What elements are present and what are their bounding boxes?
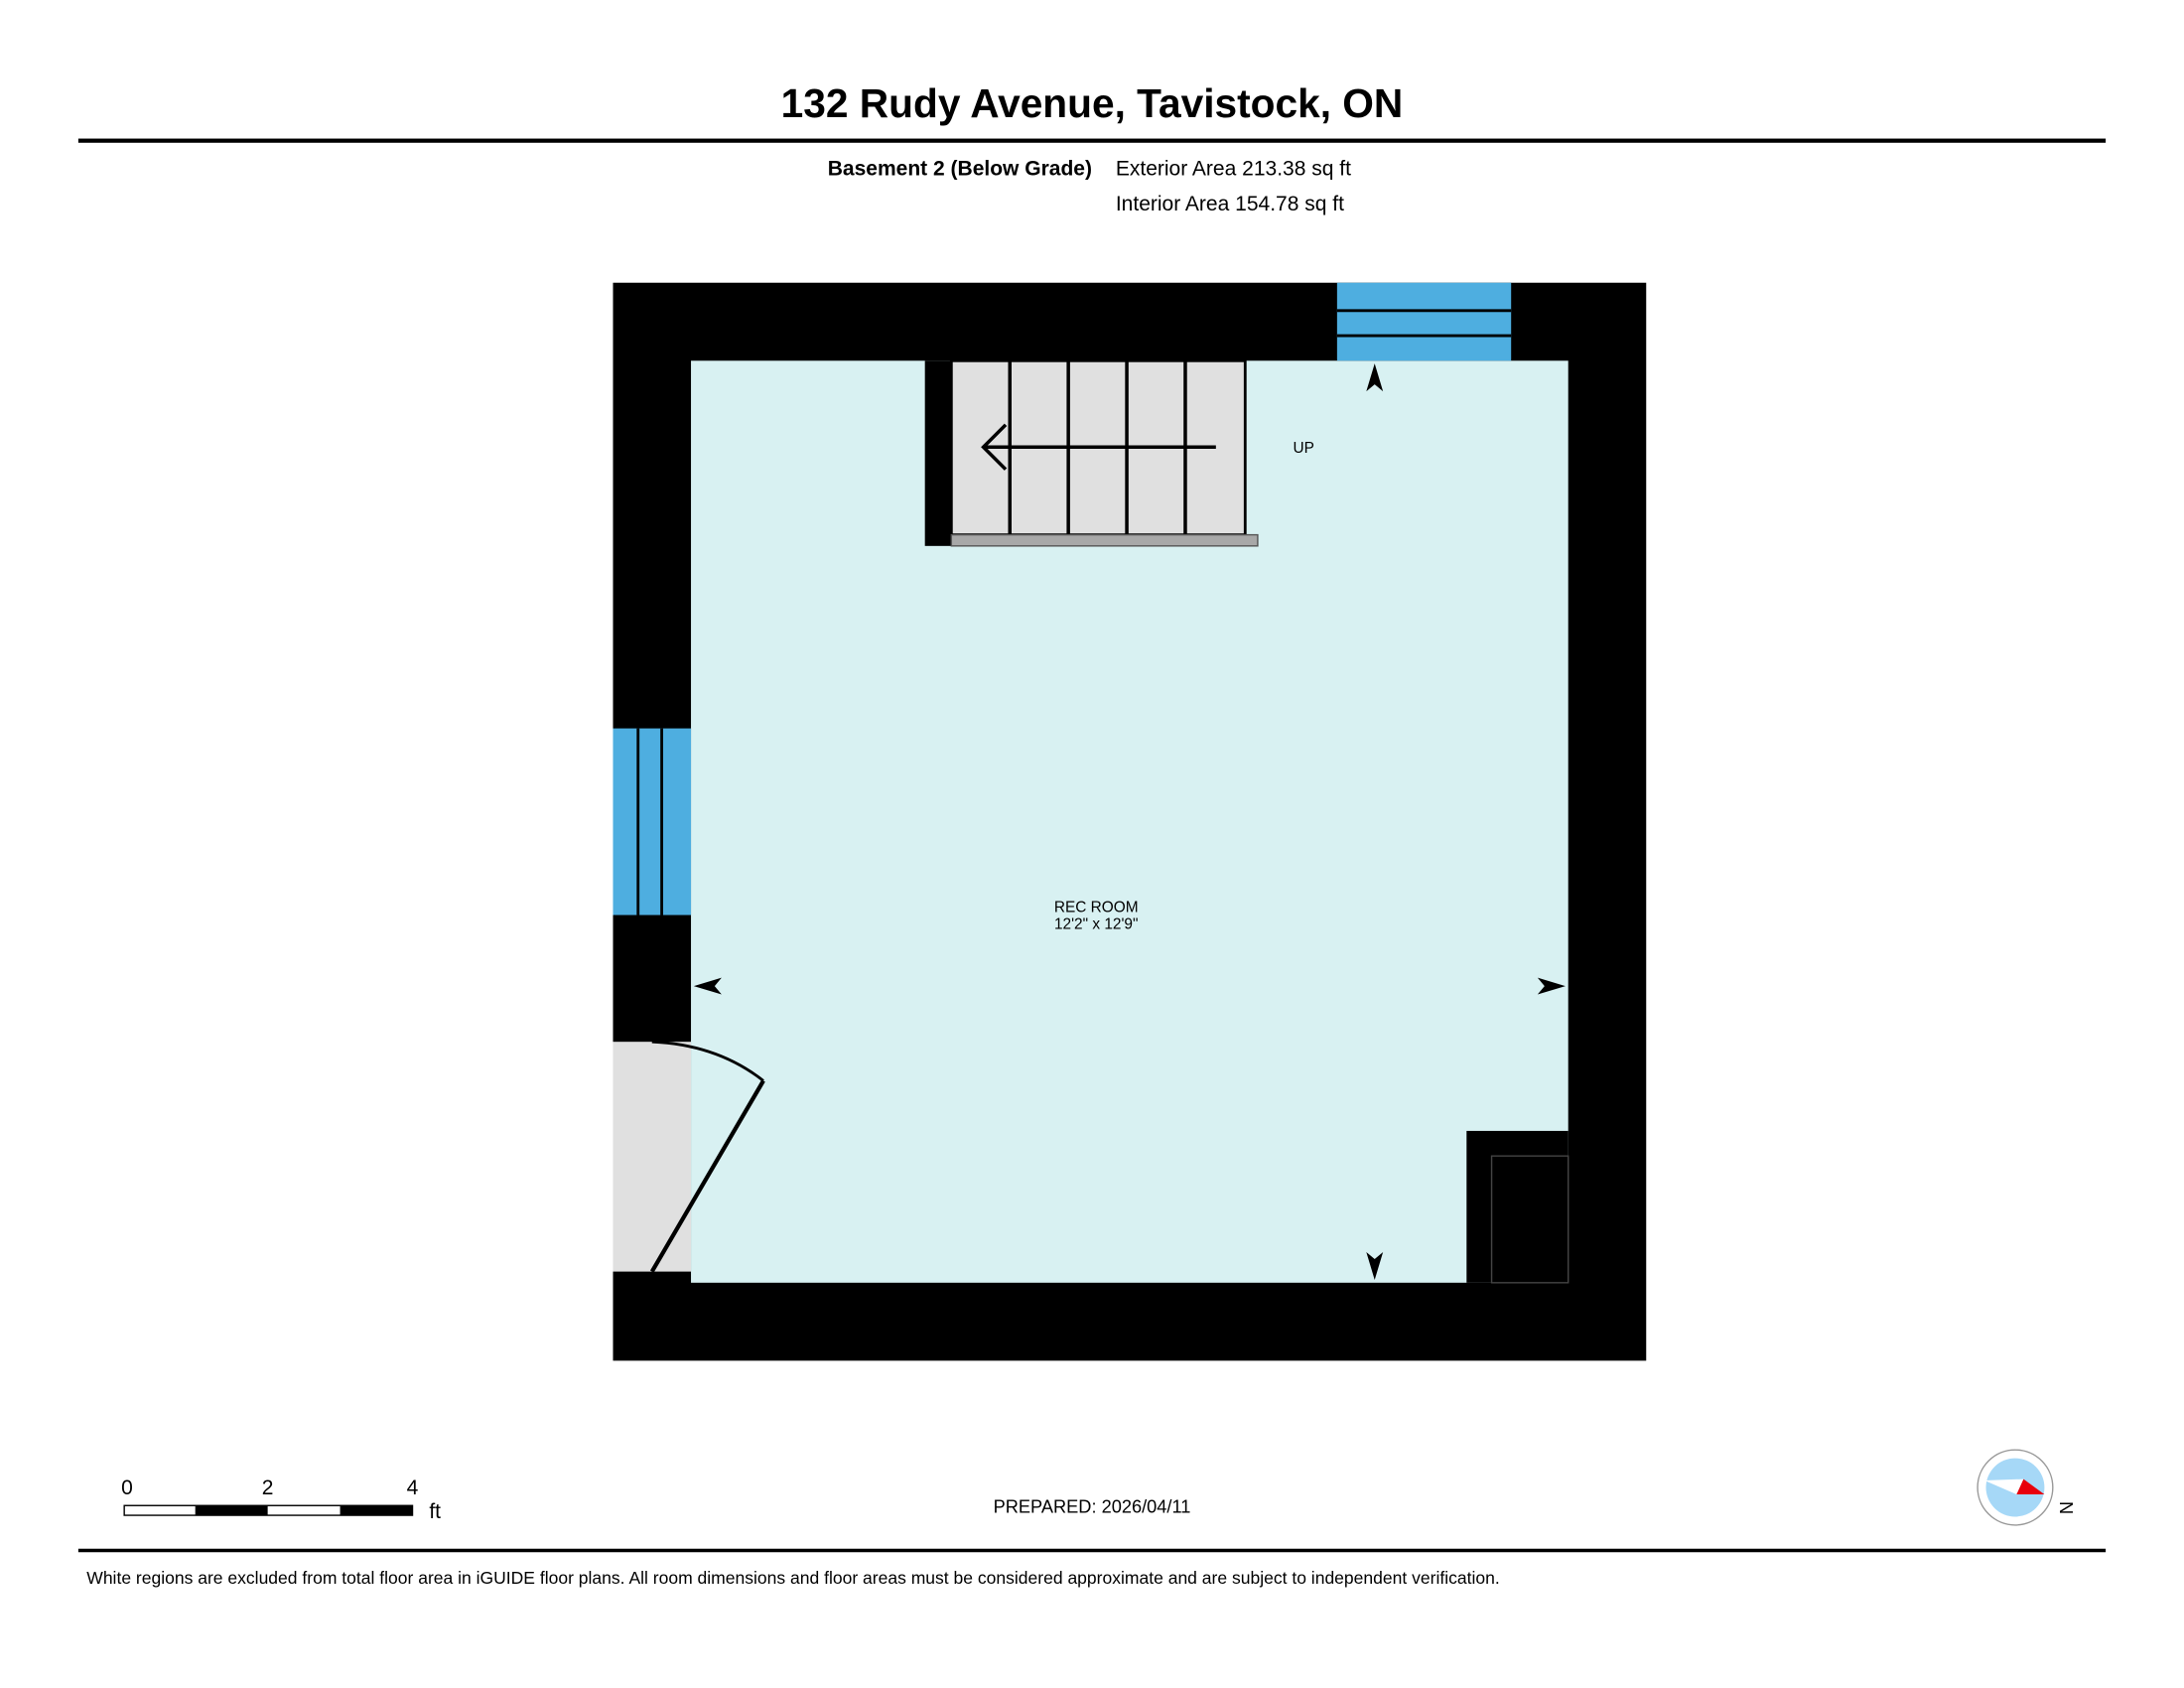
scale-label-0: 0 [121,1477,133,1499]
room-dimensions: 12'2" x 12'9" [1054,916,1139,933]
room-name: REC ROOM [1054,900,1139,916]
stairs-direction-arrow-icon [981,423,1216,471]
prepared-date: PREPARED: 2026/04/11 [994,1495,1191,1516]
scale-label-2: 2 [262,1477,274,1499]
scale-label-4: 4 [407,1477,419,1499]
dimension-arrow-down-icon [1366,1251,1384,1281]
compass-north-label: N [2056,1501,2077,1514]
floor-name: Basement 2 (Below Grade) [828,158,1092,181]
window-top [1336,282,1512,361]
window-left [613,728,692,915]
exterior-area: Exterior Area 213.38 sq ft [1116,158,1351,181]
scale-unit: ft [429,1500,441,1523]
scale-bar: 0 2 4 ft [121,1477,441,1523]
utility-nook [1466,1130,1570,1284]
door[interactable] [613,1040,765,1273]
staircase [924,358,1259,547]
dimension-arrow-right-icon [1537,977,1566,995]
stairs-up-label: UP [1293,440,1313,457]
footer-divider [77,1548,2107,1553]
interior-area: Interior Area 154.78 sq ft [1116,193,1344,215]
header-divider [77,138,2107,143]
footer-disclaimer: White regions are excluded from total fl… [86,1568,1499,1588]
dimension-arrow-up-icon [1366,363,1384,392]
page-title: 132 Rudy Avenue, Tavistock, ON [781,80,1404,126]
dimension-arrow-left-icon [693,977,722,995]
compass-icon: N [1977,1449,2077,1526]
